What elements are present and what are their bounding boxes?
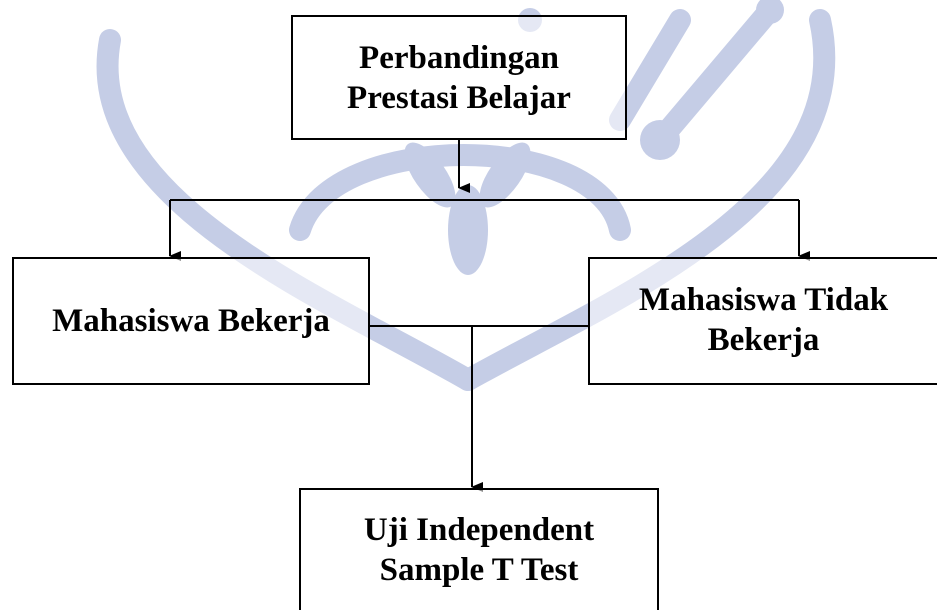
watermark-heart-left [96,29,479,391]
node-label: Perbandingan Prestasi Belajar [347,39,571,116]
watermark-petal-3 [479,142,531,208]
watermark-petal-2 [404,142,456,208]
node-uji-independent-sample-t-test: Uji Independent Sample T Test [299,488,659,610]
watermark-inner-arc [289,144,631,241]
node-top-border [590,257,937,259]
node-label: Mahasiswa Tidak Bekerja [638,282,889,358]
node-label: Mahasiswa Bekerja [52,303,330,339]
node-label: Uji Independent Sample T Test [363,512,595,588]
watermark-petal-1 [448,185,488,275]
node-mahasiswa-bekerja: Mahasiswa Bekerja [12,257,370,385]
watermark-dot-1 [640,120,680,160]
watermark-dot-2 [756,0,784,24]
watermark-ray-1 [649,0,781,151]
node-mahasiswa-tidak-bekerja: Mahasiswa Tidak Bekerja [588,257,937,385]
watermark-heart-right [457,9,836,391]
watermark-ray-2 [609,9,691,131]
node-perbandingan-prestasi-belajar: Perbandingan Prestasi Belajar [291,15,627,140]
